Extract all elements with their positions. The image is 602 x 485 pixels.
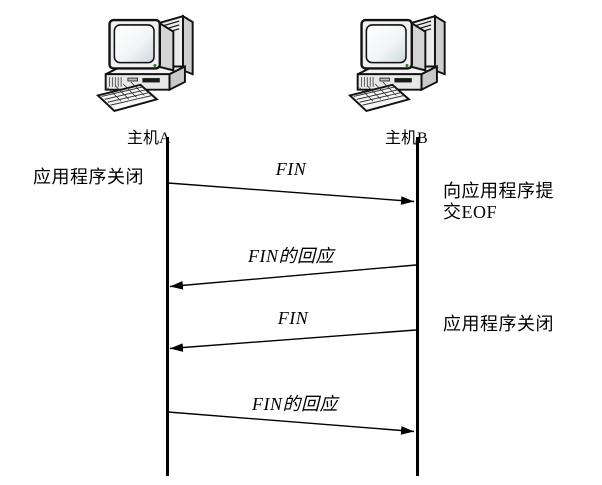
annotation-eof-to-app: 向应用程序提 交EOF [443,181,554,223]
message-label-fin-1: FIN [275,159,307,179]
message-label-fin-ack-2: FIN的回应 [252,394,338,414]
arrow-fin-1 [167,182,415,205]
message-label-fin-ack-1: FIN的回应 [248,246,334,266]
annotation-app-close-a: 应用程序关闭 [33,167,144,188]
arrow-fin-ack-2 [167,411,415,435]
computer-icon [348,10,464,122]
computer-icon [96,10,212,122]
annotation-app-close-b: 应用程序关闭 [443,314,554,335]
host-a-label: 主机A [127,130,171,147]
annotation-line: 应用程序关闭 [443,314,554,334]
message-label-fin-2: FIN [277,308,309,328]
host-b-label: 主机B [385,130,428,147]
annotation-line: 向应用程序提 [443,181,554,201]
arrow-fin-ack-1 [169,264,417,290]
annotation-line: 交EOF [443,202,498,222]
arrow-fin-2 [169,329,417,352]
annotation-line: 应用程序关闭 [33,167,144,187]
